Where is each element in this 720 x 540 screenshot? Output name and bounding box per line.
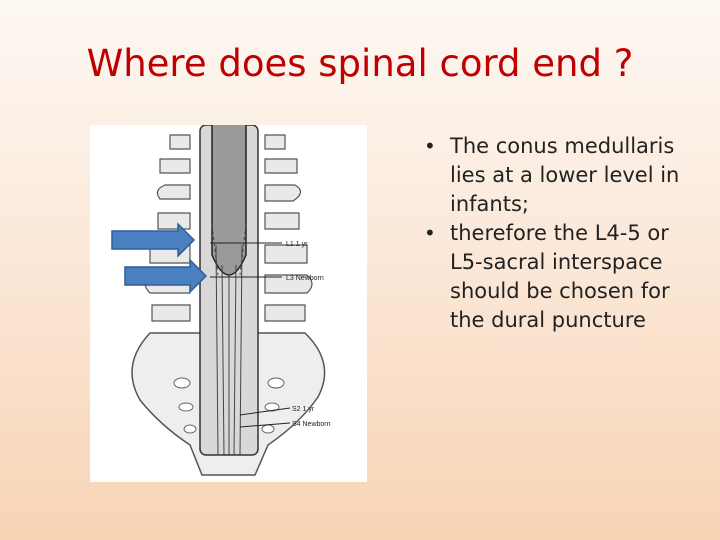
spine-illustration: L1 1 yr L3 Newborn S2 1 yr S4 Newborn [90, 125, 367, 482]
label-l3-newborn: L3 Newborn [286, 275, 324, 282]
bullet-text: The conus medullaris lies at a lower lev… [450, 134, 680, 216]
label-l1-adult: L1 1 yr [286, 241, 308, 248]
label-s4-newborn: S4 Newborn [292, 421, 331, 428]
bullet-item: • therefore the L4-5 or L5-sacral inters… [420, 219, 690, 335]
arrow-adult-level [111, 222, 196, 258]
arrow-newborn-level [124, 258, 208, 294]
label-s2-adult: S2 1 yr [292, 406, 315, 413]
bullet-marker: • [424, 221, 436, 245]
slide-title: Where does spinal cord end ? [86, 42, 634, 85]
bullet-text: therefore the L4-5 or L5-sacral interspa… [450, 221, 670, 332]
spinal-cord [211, 125, 247, 276]
bullet-marker: • [424, 134, 436, 158]
vertebrae-group [144, 134, 313, 322]
bullet-item: • The conus medullaris lies at a lower l… [420, 132, 690, 219]
bullet-list: • The conus medullaris lies at a lower l… [420, 132, 690, 335]
